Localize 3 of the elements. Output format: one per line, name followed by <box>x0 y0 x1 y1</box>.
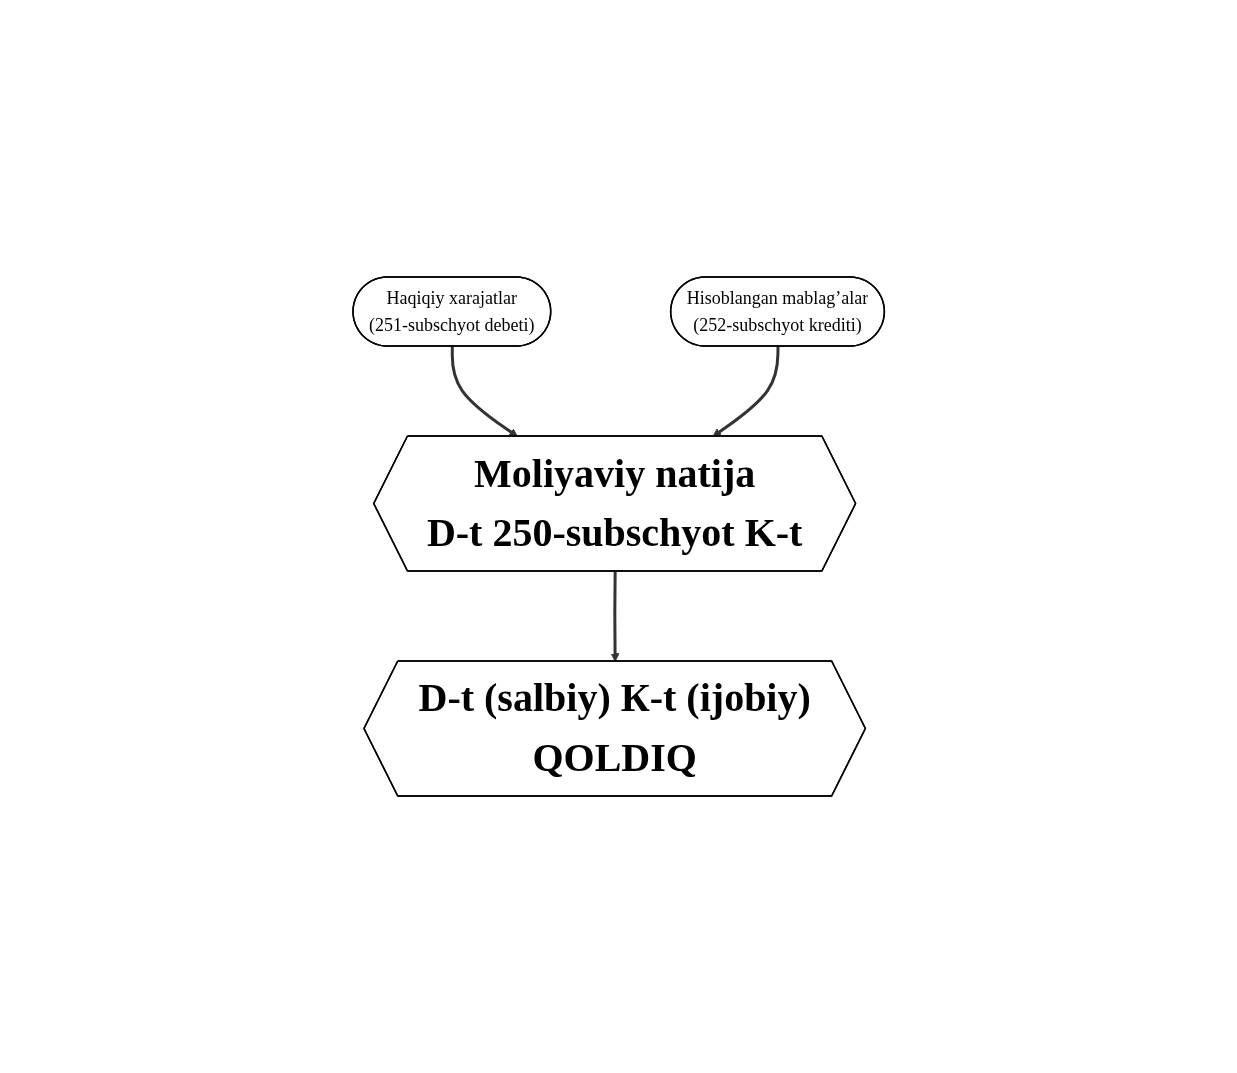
arrow <box>450 346 518 437</box>
arrow <box>610 571 620 662</box>
arrow <box>712 346 780 437</box>
